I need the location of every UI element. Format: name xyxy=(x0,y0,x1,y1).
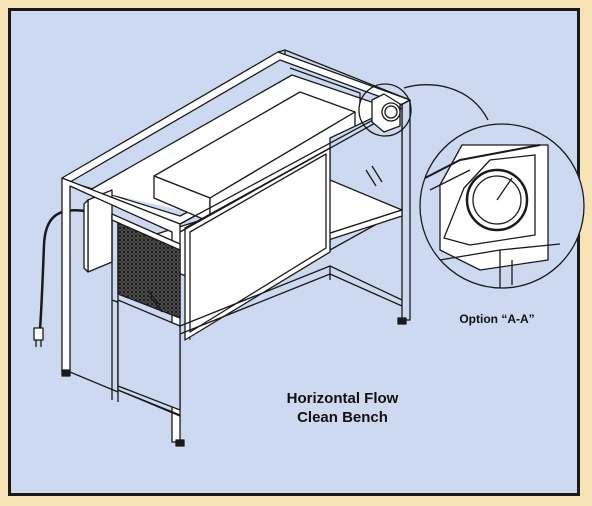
back-panel xyxy=(184,147,331,341)
front-glass xyxy=(117,289,181,411)
detail-circle-large xyxy=(419,123,585,289)
filter-grille xyxy=(111,213,181,319)
title-line-1: Horizontal Flow xyxy=(286,390,399,407)
option-label: Option “A-A” xyxy=(459,312,535,326)
title-line-2: Clean Bench xyxy=(297,409,388,426)
diagram-title: Horizontal Flow Clean Bench xyxy=(250,389,435,427)
blower-box xyxy=(83,189,113,273)
detail-circle-small xyxy=(358,83,489,137)
